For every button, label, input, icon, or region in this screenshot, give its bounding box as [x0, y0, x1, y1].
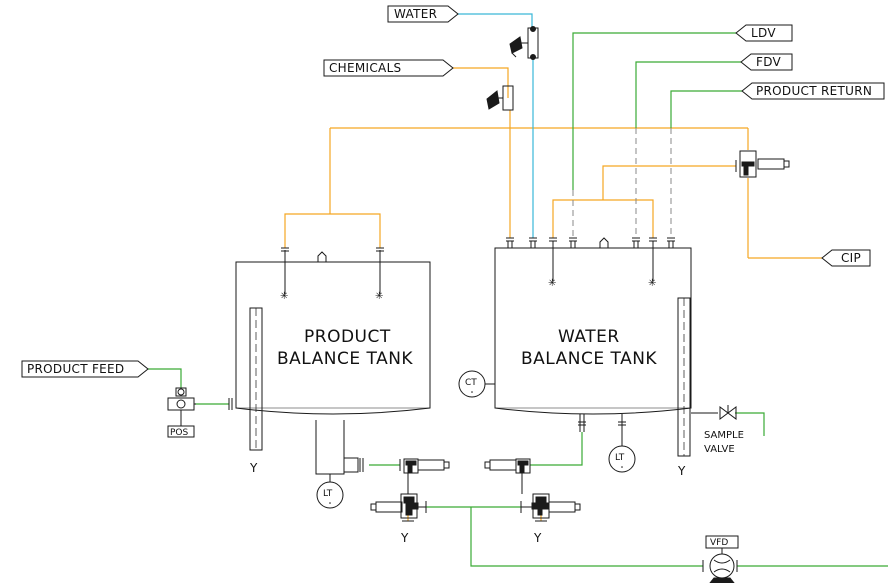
water-tank-label-line2: BALANCE TANK — [521, 349, 657, 369]
spray-ball-icon: ✳ — [648, 278, 656, 289]
cip-diverter-valve-icon — [735, 150, 790, 178]
drain-icon: Y — [677, 464, 686, 478]
drain-icon: Y — [249, 461, 258, 475]
water-piping — [458, 13, 534, 238]
spray-ball-icon: ✳ — [375, 291, 383, 302]
level-transmitter-water — [608, 445, 636, 473]
product-feed-valve-icon — [167, 387, 196, 438]
mixproof-valve-icon — [520, 473, 581, 522]
svg-text:LT: LT — [323, 489, 333, 499]
svg-text:PRODUCT FEED: PRODUCT FEED — [27, 362, 124, 376]
svg-text:CHEMICALS: CHEMICALS — [329, 61, 401, 75]
product-tank-label-line2: BALANCE TANK — [277, 349, 413, 369]
green-piping — [148, 32, 888, 567]
tag-ldv: LDV — [735, 24, 793, 42]
svg-text:WATER: WATER — [394, 7, 437, 21]
outlet-valve-icon — [484, 458, 531, 474]
spray-ball-icon: ✳ — [280, 291, 288, 302]
sample-valve-label-line2: VALVE — [704, 444, 735, 455]
outlet-valve-icon — [399, 458, 450, 474]
product-tank-label-line1: PRODUCT — [304, 327, 391, 347]
pump-icon — [702, 535, 739, 583]
mixproof-valve-icon — [370, 473, 427, 522]
tag-cip: CIP — [821, 249, 871, 267]
tag-product-feed: PRODUCT FEED — [21, 360, 149, 378]
svg-text:CIP: CIP — [841, 251, 861, 265]
spray-ball-icon: ✳ — [548, 278, 556, 289]
vfd-label: VFD — [710, 538, 728, 548]
pos-label: POS — [170, 428, 189, 438]
tag-water: WATER — [387, 5, 459, 23]
svg-text:LDV: LDV — [751, 26, 776, 40]
svg-text:CT: CT — [465, 378, 477, 388]
product-balance-tank: ✳ ✳ Y PRODUCT BALANCE TANK LT — [228, 247, 431, 509]
sample-valve-icon — [719, 406, 737, 420]
vent-icon — [317, 251, 327, 263]
svg-text:FDV: FDV — [756, 55, 782, 69]
water-balance-tank: ✳ ✳ Y WATER BALANCE TANK CT LT — [458, 237, 737, 478]
drain-icon: Y — [400, 531, 409, 545]
drain-icon: Y — [533, 531, 542, 545]
water-tank-label-line1: WATER — [558, 327, 620, 347]
tag-fdv: FDV — [740, 53, 793, 71]
svg-text:LT: LT — [615, 453, 625, 463]
dashed-dropouts — [572, 128, 672, 238]
level-transmitter-product — [316, 481, 344, 509]
svg-text:PRODUCT RETURN: PRODUCT RETURN — [756, 84, 872, 98]
tag-product-return: PRODUCT RETURN — [741, 82, 885, 100]
chemicals-valve-icon — [486, 85, 514, 111]
sample-valve-label-line1: SAMPLE — [704, 430, 744, 441]
water-valve-icon — [509, 26, 539, 60]
tag-chemicals: CHEMICALS — [323, 59, 454, 77]
vent-icon — [599, 237, 609, 249]
